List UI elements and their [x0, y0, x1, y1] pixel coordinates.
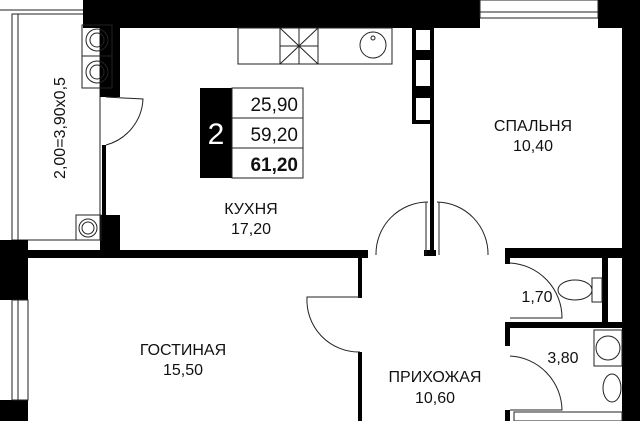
- rooms-count: 2: [208, 118, 225, 151]
- living-room-name: ГОСТИНАЯ: [140, 342, 226, 359]
- hallway-name: ПРИХОЖАЯ: [389, 369, 482, 386]
- bedroom-area: 10,40: [513, 138, 553, 155]
- windows: [11, 0, 599, 401]
- area-summary-table: 2 25,90 59,20 61,20: [200, 87, 304, 179]
- sanitary-fixtures: [513, 277, 623, 421]
- door-swings: [105, 96, 563, 411]
- bedroom-name: СПАЛЬНЯ: [494, 118, 572, 135]
- hallway-area: 10,60: [415, 390, 455, 407]
- bathroom-area: 3,80: [547, 350, 578, 367]
- wc-area: 1,70: [521, 289, 552, 306]
- kitchen-name: КУХНЯ: [224, 201, 277, 218]
- total-area-with-balcony: 61,20: [250, 155, 298, 176]
- living-area: 25,90: [250, 95, 298, 116]
- wardrobe: [412, 28, 434, 124]
- balcony-dimensions: 2,00=3,90x0,5: [52, 77, 69, 179]
- balcony: [0, 9, 101, 241]
- kitchen-area: 17,20: [231, 221, 271, 238]
- living-room-area: 15,50: [163, 362, 203, 379]
- vent-shaft-icons: [75, 24, 113, 241]
- total-area: 59,20: [250, 125, 298, 146]
- kitchen-counter: [237, 27, 393, 65]
